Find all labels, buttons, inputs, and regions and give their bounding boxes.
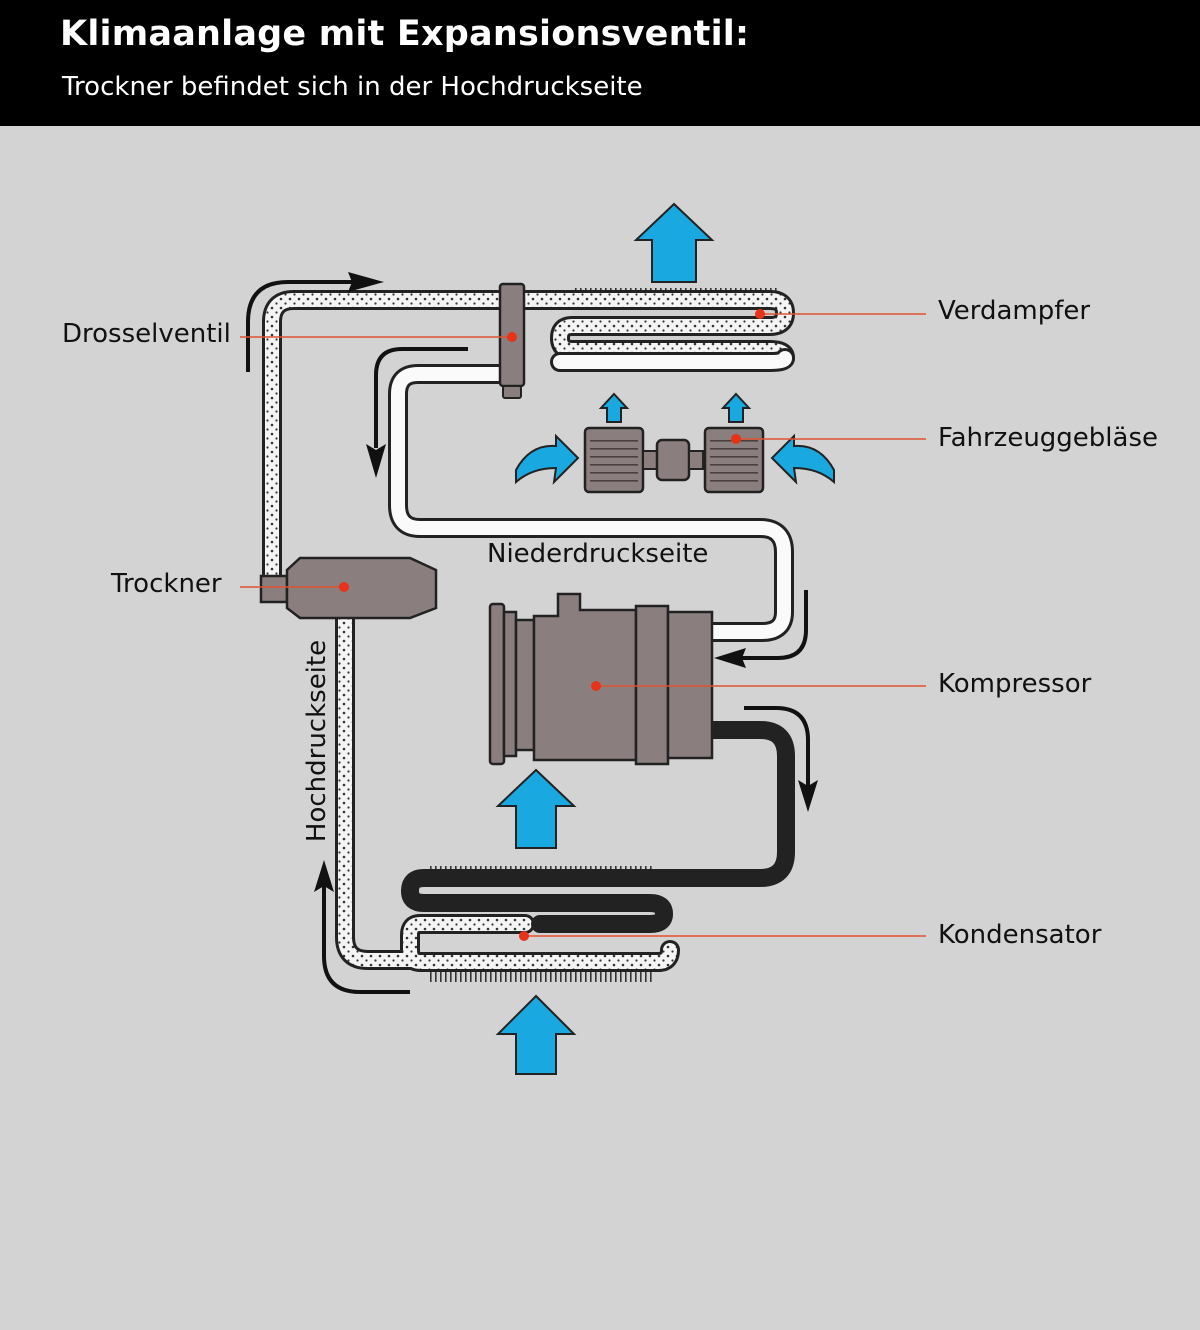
flow-arrows: [246, 280, 810, 994]
label-hochdruckseite: Hochdruckseite: [302, 639, 332, 843]
airflow-left-curve-icon: [515, 433, 580, 485]
low-pressure-suction-line: [388, 348, 795, 642]
header-bar: Klimaanlage mit Expansionsventil: Trockn…: [0, 0, 1200, 126]
label-fahrzeuggeblaese: Fahrzeuggebläse: [938, 423, 1158, 453]
label-drosselventil: Drosselventil: [62, 319, 231, 349]
label-kompressor: Kompressor: [938, 669, 1092, 699]
label-trockner: Trockner: [111, 569, 222, 599]
label-kondensator: Kondensator: [938, 920, 1102, 950]
page-subtitle: Trockner befindet sich in der Hochdrucks…: [62, 72, 643, 102]
high-pressure-gas-line: [401, 721, 795, 933]
leader-dots: [339, 309, 765, 941]
page-title: Klimaanlage mit Expansionsventil:: [60, 14, 750, 54]
dryer: [259, 556, 438, 620]
airflow-compressor-arrow-icon: [495, 768, 577, 849]
label-niederdruckseite: Niederdruckseite: [487, 539, 709, 569]
airflow-small-left-icon: [598, 392, 630, 423]
airflow-condenser-arrow-icon: [495, 994, 577, 1075]
flow-arrowheads: [314, 272, 818, 892]
airflow-small-right-icon: [720, 392, 752, 423]
compressor: [488, 592, 714, 766]
airflow-top-arrow-icon: [633, 202, 715, 283]
label-verdampfer: Verdampfer: [938, 296, 1091, 326]
airflow-right-curve-icon: [770, 433, 835, 485]
leader-lines: [240, 313, 926, 937]
airflow-arrows: [495, 202, 835, 1075]
high-pressure-liquid-line: [262, 290, 795, 972]
